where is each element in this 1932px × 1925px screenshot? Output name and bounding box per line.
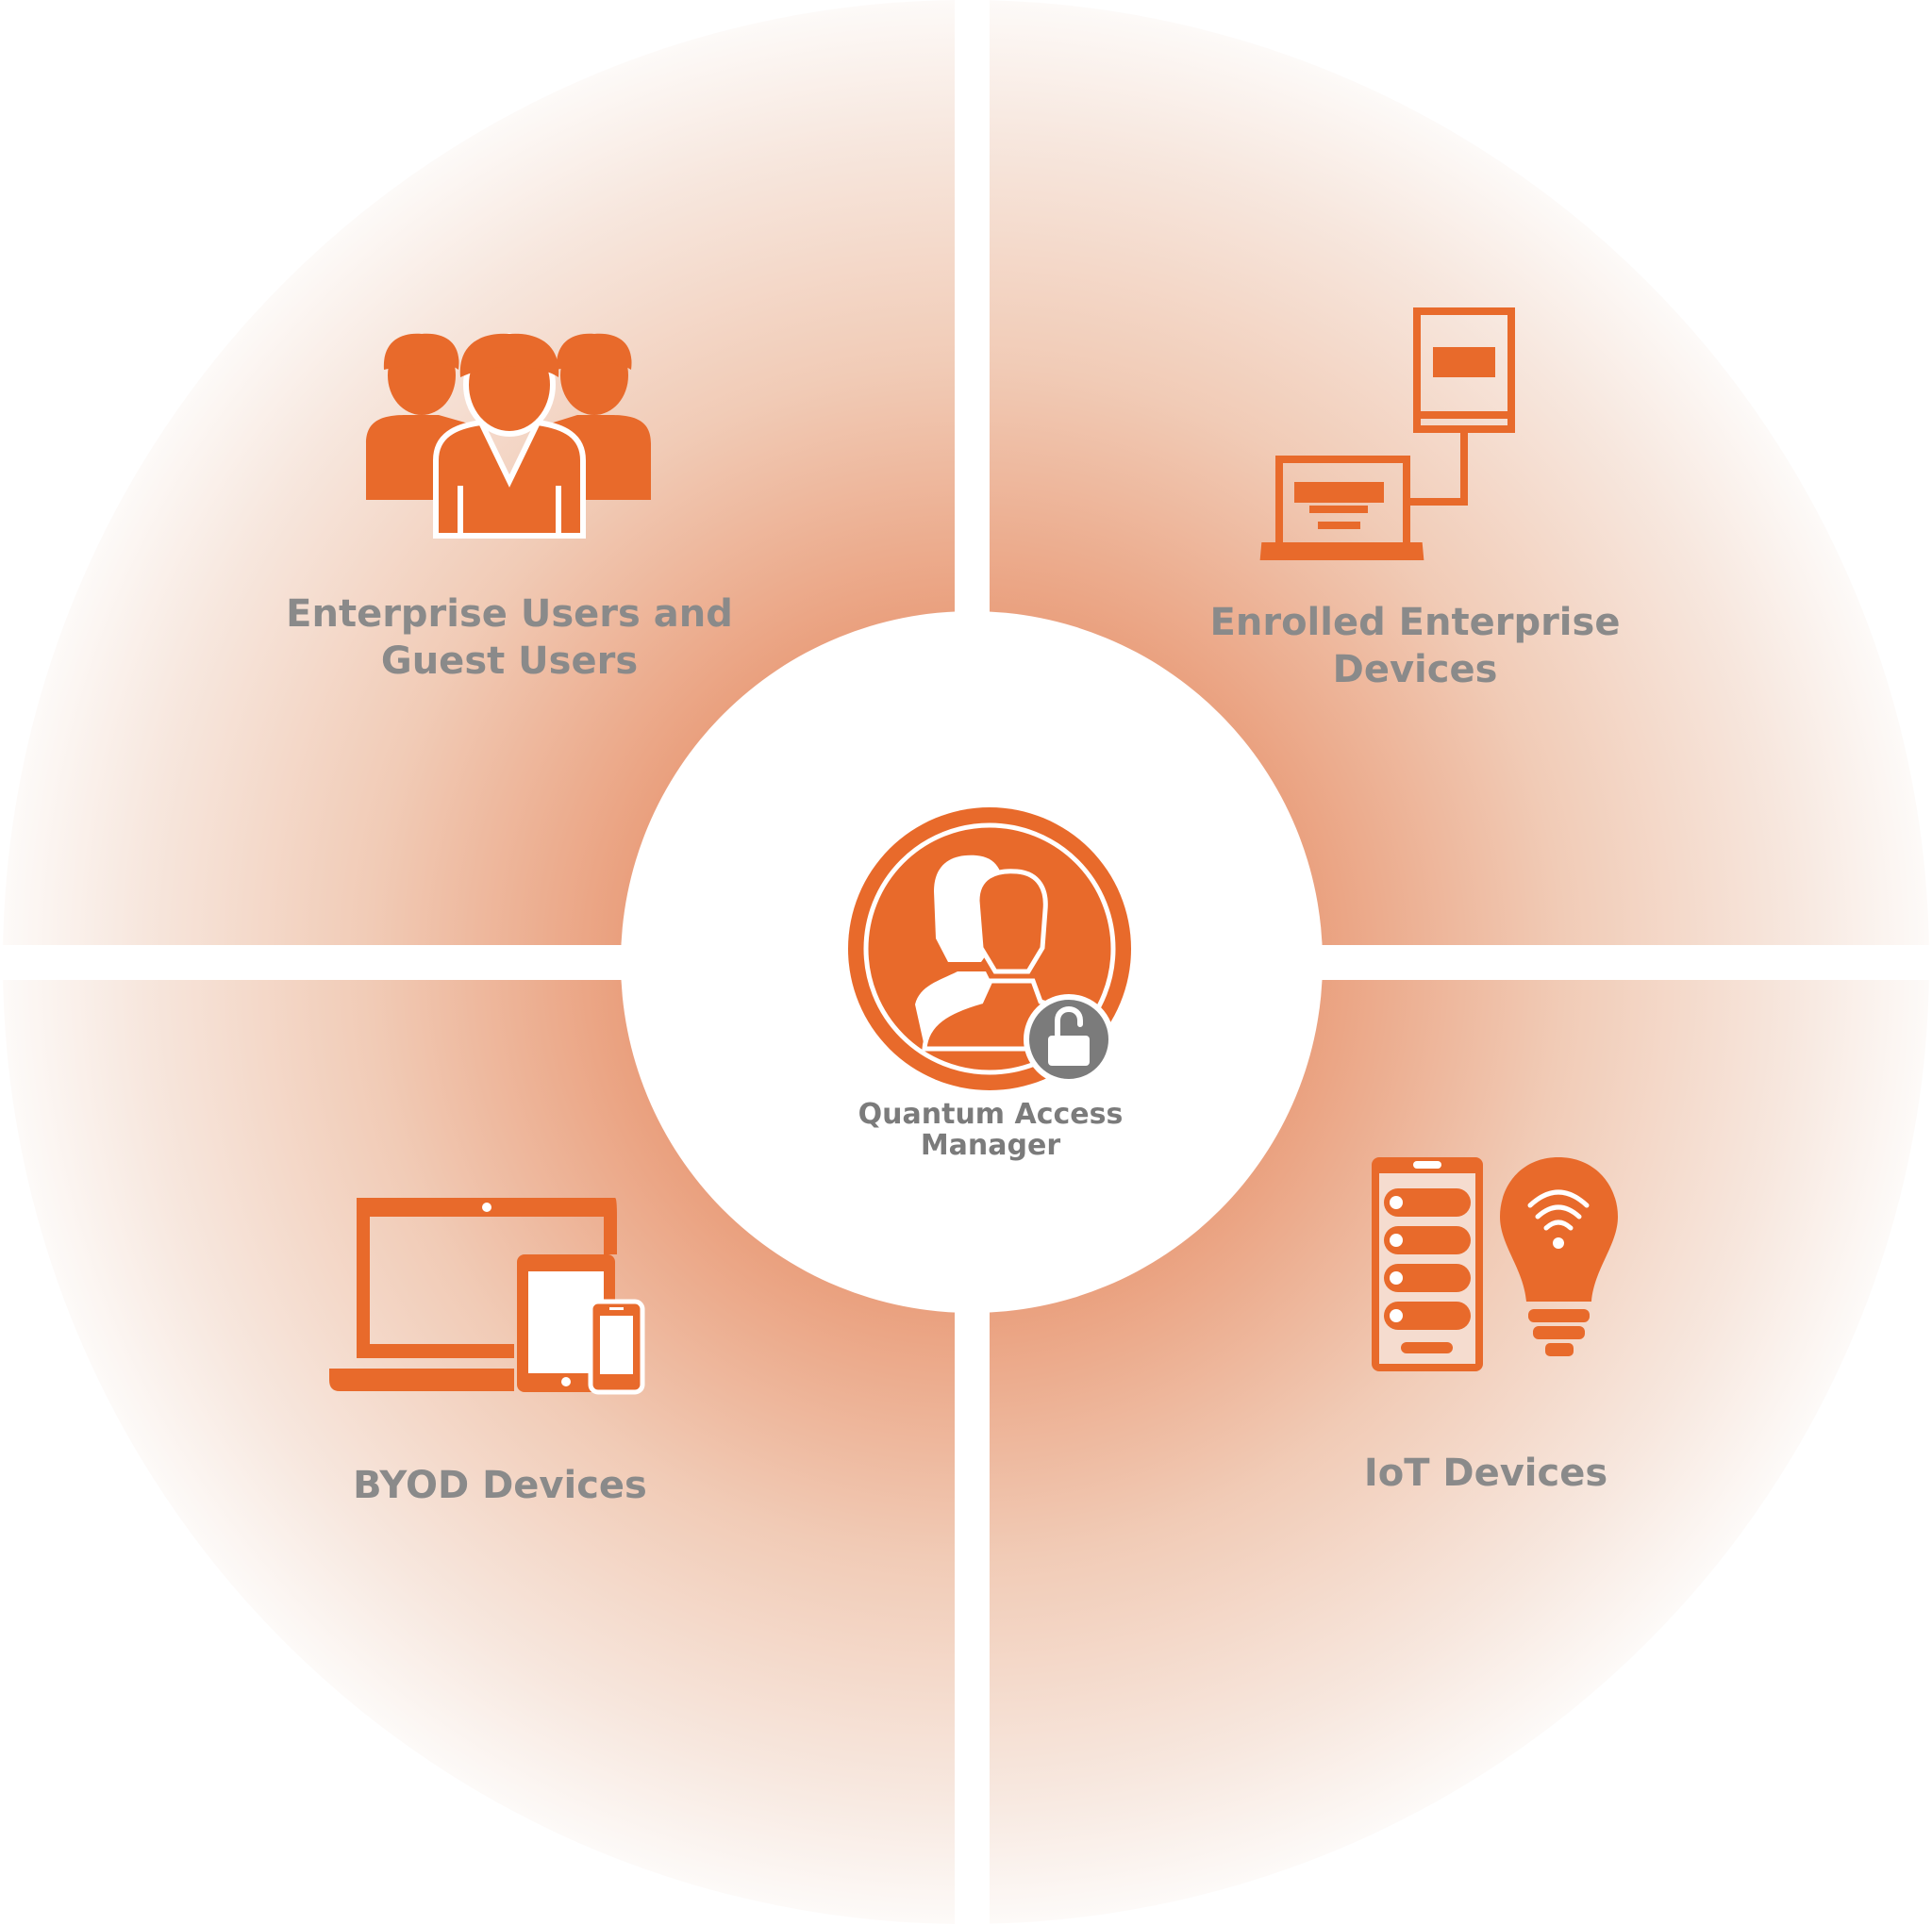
laptop-server-icon [1259,307,1515,560]
user-lock-icon [848,807,1131,1090]
devices-icon [329,1198,645,1395]
byod-label-line1: BYOD Devices [353,1464,647,1507]
byod-label: BYOD Devices [255,1462,745,1509]
enrolled-label-line1: Enrolled Enterprise [1209,601,1621,644]
center-title-line1: Quantum Access [858,1098,1124,1131]
iot-label: IoT Devices [1241,1450,1731,1497]
center-title-line2: Manager [920,1129,1061,1162]
users-label-line1: Enterprise Users and [286,592,733,636]
users-label: Enterprise Users and Guest Users [208,590,811,685]
iot-label-line1: IoT Devices [1363,1452,1608,1495]
iot-icon [1372,1157,1618,1371]
enrolled-label: Enrolled Enterprise Devices [1113,599,1717,693]
users-label-line2: Guest Users [380,639,639,683]
users-group-icon [366,333,651,539]
center-title: Quantum Access Manager [821,1099,1160,1161]
enrolled-label-line2: Devices [1332,648,1498,691]
